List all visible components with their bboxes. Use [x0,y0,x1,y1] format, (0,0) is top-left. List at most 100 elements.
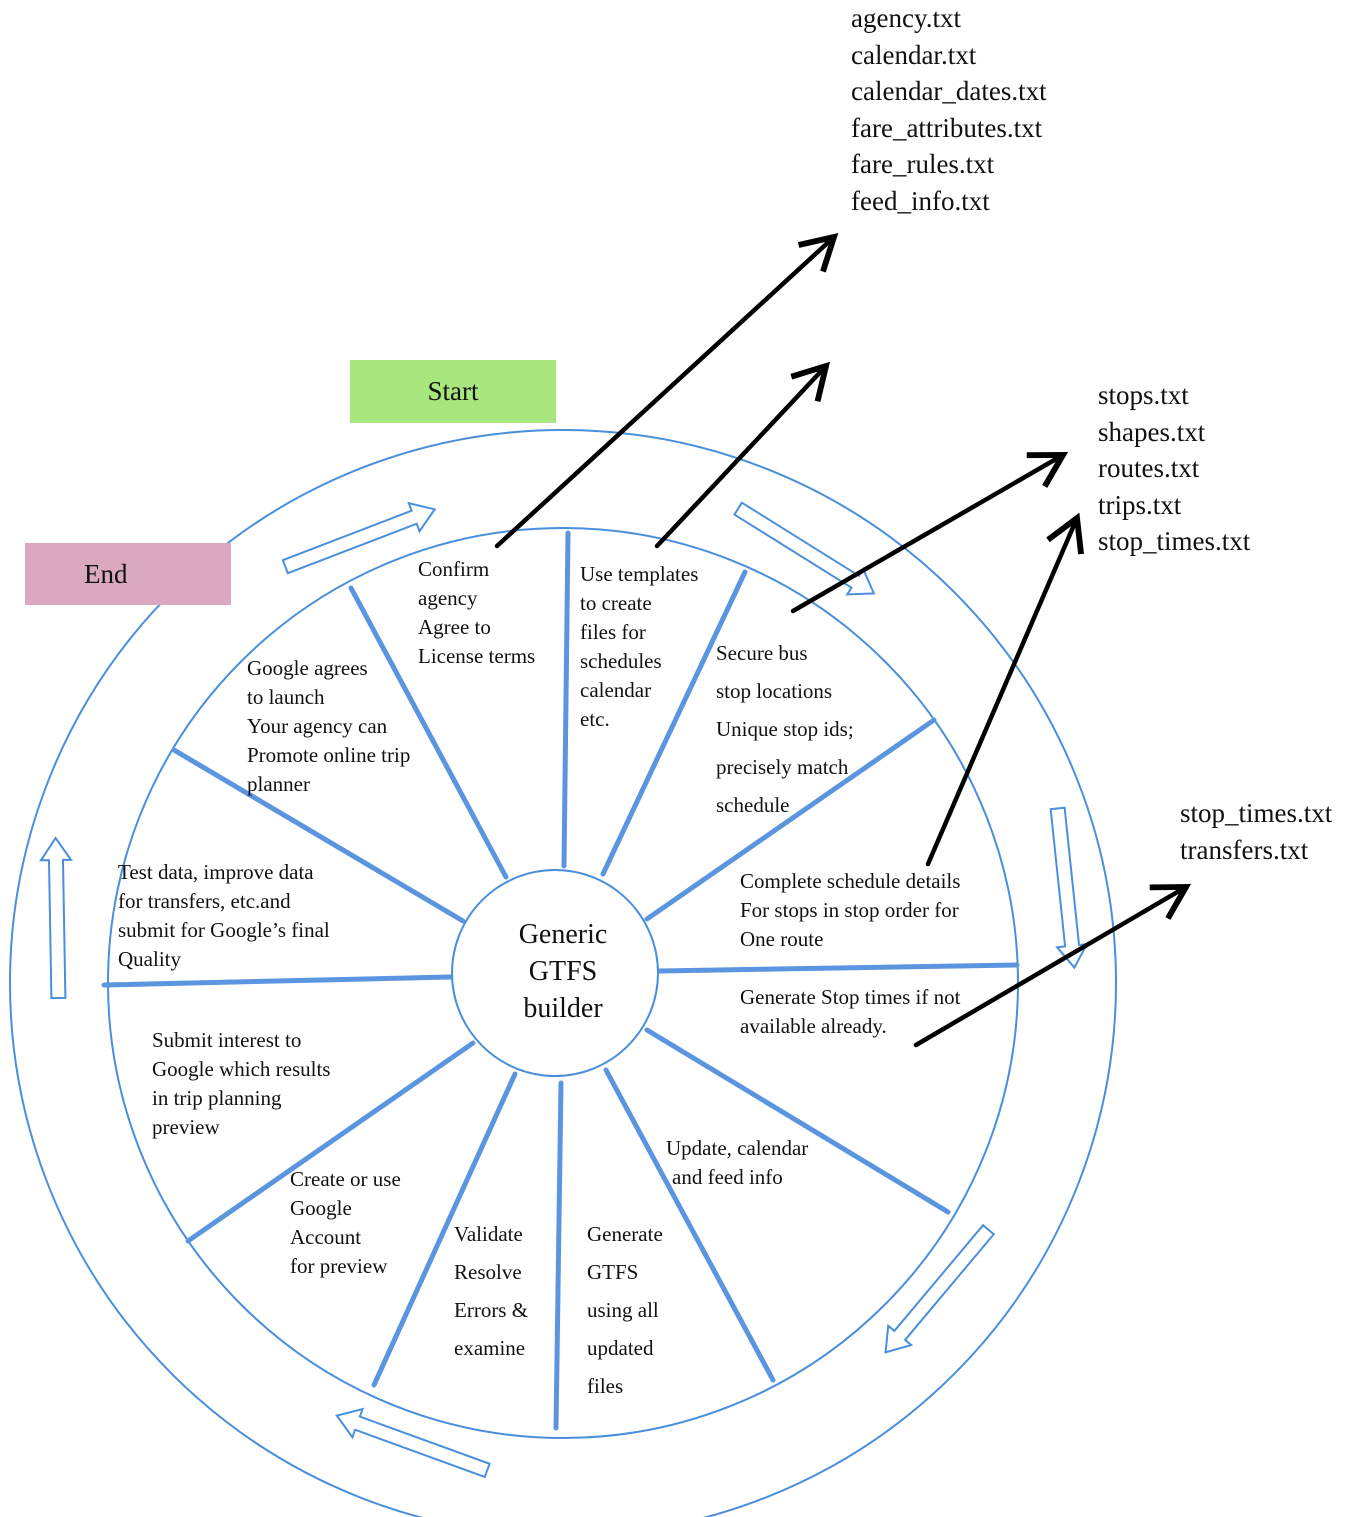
step-validate: Validate Resolve Errors & examine [454,1215,528,1367]
spoke [600,569,748,877]
spoke [171,747,466,924]
step-line: schedule [716,793,790,817]
cycle-arrows [39,501,1089,1479]
file-name: trips.txt [1098,489,1182,520]
step-line: Agree to [418,615,491,639]
step-line: and feed info [672,1165,783,1189]
step-line: to launch [247,685,325,709]
spoke [348,585,509,880]
step-line: precisely match [716,755,849,779]
step-line: Update, calendar [666,1136,809,1160]
step-line: Account [290,1225,362,1249]
file-name: stop_times.txt [1098,526,1251,556]
step-line: License terms [418,644,536,668]
file-name: calendar_dates.txt [851,76,1047,106]
step-line: to create [580,591,652,615]
step-complete-schedule: Complete schedule details For stops in s… [740,867,960,954]
spoke [101,974,453,988]
step-line: Errors & [454,1298,529,1322]
file-group-transfers: stop_times.txt transfers.txt [1180,795,1332,868]
step-google-launch: Google agrees to launch Your agency can … [247,654,410,799]
end-label: End [84,558,128,589]
step-line: for preview [290,1254,388,1278]
step-test-data: Test data, improve data for transfers, e… [118,858,330,974]
step-line: Promote online trip [247,743,411,767]
step-line: calendar [580,678,652,702]
file-name: shapes.txt [1098,416,1206,447]
step-line: Generate [587,1222,663,1246]
file-name: transfers.txt [1180,834,1309,865]
cycle-arrow [733,501,876,596]
file-name: calendar.txt [851,39,977,70]
step-update-calendar: Update, calendar and feed info [666,1134,808,1192]
step-generate-gtfs: Generate GTFS using all updated files [587,1215,663,1405]
spoke [644,1027,951,1215]
cycle-arrow [39,836,73,1000]
file-arrow [494,233,839,549]
step-generate-stop-times: Generate Stop times if not available alr… [740,983,960,1041]
center-line: builder [523,993,603,1024]
step-line: For stops in stop order for [740,898,959,922]
step-line: available already. [740,1014,887,1038]
file-name: agency.txt [851,3,961,33]
file-group-stops: stops.txt shapes.txt routes.txt trips.tx… [1098,377,1250,560]
center-label: Generic GTFS builder [500,916,626,1027]
step-line: Generate Stop times if not [740,985,961,1009]
start-label: Start [427,376,479,406]
file-name: stop_times.txt [1180,798,1333,828]
center-line: GTFS [528,956,598,987]
step-line: schedules [580,649,662,673]
file-name: routes.txt [1098,453,1200,483]
file-name: feed_info.txt [851,185,990,216]
step-line: Complete schedule details [740,869,961,893]
step-google-account: Create or use Google Account for preview [290,1165,401,1281]
step-line: files [587,1374,624,1398]
cycle-arrow [1049,806,1089,970]
spoke [185,1040,476,1244]
file-arrow [925,512,1084,867]
file-arrows [494,233,1192,1048]
cycle-arrow [884,1223,996,1354]
file-arrow [654,361,831,549]
center-hub [451,869,659,1077]
step-confirm-agency: Confirm agency Agree to License terms [418,555,535,671]
step-line: planner [247,772,310,796]
spoke [371,1071,518,1388]
spoke [553,1080,564,1431]
step-line: GTFS [587,1260,639,1284]
cycle-arrow [335,1407,491,1479]
spoke [656,962,1020,974]
spoke [603,1067,776,1383]
step-line: updated [587,1336,654,1360]
file-name: fare_attributes.txt [851,112,1043,143]
step-line: Google [290,1196,352,1220]
step-line: Google which results [152,1057,331,1081]
spokes [101,530,1020,1431]
end-box: End [25,543,231,605]
step-line: Your agency can [247,714,388,738]
step-line: Resolve [454,1260,522,1284]
file-arrow [913,884,1192,1048]
step-line: Submit interest to [152,1028,302,1052]
spoke [561,530,571,869]
step-line: Unique stop ids; [716,717,854,741]
step-line: etc. [580,707,610,731]
step-line: examine [454,1336,526,1360]
step-line: using all [587,1298,659,1322]
file-name: stops.txt [1098,380,1189,410]
step-line: Create or use [290,1167,401,1191]
step-use-templates: Use templates to create files for schedu… [580,560,698,734]
outer-ring [9,429,1117,1517]
step-line: agency [418,586,478,610]
step-line: submit for Google’s final [118,918,330,942]
step-line: Use templates [580,562,699,586]
step-line: One route [740,927,824,951]
step-line: Google agrees [247,656,368,680]
step-line: Validate [454,1222,523,1246]
step-line: Test data, improve data [118,860,314,884]
cycle-arrow [281,501,437,575]
step-secure-bus-stops: Secure bus stop locations Unique stop id… [716,634,854,824]
start-box: Start [350,360,556,423]
step-line: Secure bus [716,641,808,665]
